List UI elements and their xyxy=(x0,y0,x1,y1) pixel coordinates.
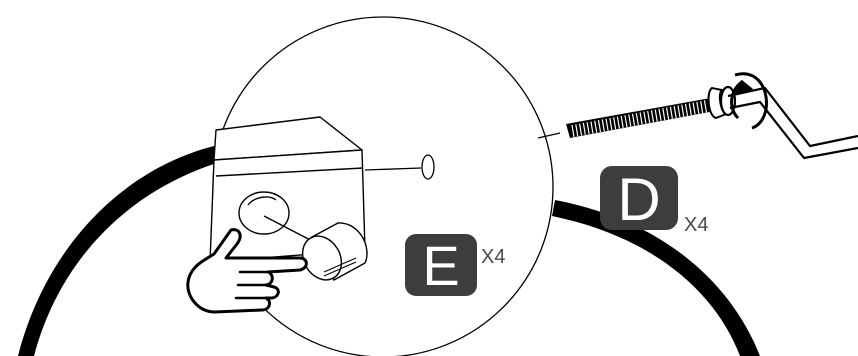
screw-thread xyxy=(650,110,655,123)
screw-thread xyxy=(654,109,658,122)
screw-thread xyxy=(662,108,666,121)
screw-thread xyxy=(605,118,609,131)
screw-thread xyxy=(597,119,602,133)
part-e-letter: E xyxy=(422,234,459,297)
screw-thread xyxy=(616,116,620,129)
rotate-arrow-icon xyxy=(730,72,768,130)
screw-thread xyxy=(700,101,704,114)
screw-thread xyxy=(594,120,598,133)
screw-thread xyxy=(631,113,636,126)
part-d-letter: D xyxy=(617,166,660,233)
screw-thread xyxy=(681,104,685,117)
part-e-badge xyxy=(405,234,477,296)
screw-thread xyxy=(684,103,689,117)
screw-thread xyxy=(688,103,692,116)
screw-thread xyxy=(624,115,628,128)
screw-thread xyxy=(582,122,586,135)
screw-thread xyxy=(669,106,673,119)
screw-thread xyxy=(613,117,617,130)
screw-thread xyxy=(620,115,624,128)
part-d-badge xyxy=(600,166,678,230)
screw-thread xyxy=(692,102,696,115)
screw-thread xyxy=(666,107,670,120)
part-d-label: D X4 xyxy=(600,166,708,236)
part-e-quantity: X4 xyxy=(481,246,505,268)
part-d-quantity: X4 xyxy=(684,214,708,236)
screw-thread xyxy=(601,119,605,132)
pointing-hand xyxy=(186,228,308,314)
screw-thread xyxy=(609,117,613,131)
zoom-leader-line xyxy=(537,132,561,139)
screw-thread xyxy=(635,112,639,126)
screw-thread xyxy=(647,110,651,124)
screw-thread xyxy=(571,124,575,138)
screw xyxy=(566,85,737,138)
part-e-label: E X4 xyxy=(405,234,505,297)
screw-thread xyxy=(639,112,643,125)
curved-panel xyxy=(18,146,760,356)
screw-thread xyxy=(696,101,700,114)
allen-key xyxy=(727,86,858,160)
screw-thread xyxy=(578,123,583,136)
screw-thread xyxy=(658,108,662,121)
screw-thread xyxy=(628,114,632,127)
screw-thread xyxy=(673,105,677,119)
screw-thread xyxy=(590,121,594,134)
screw-thread xyxy=(677,105,681,118)
screw-thread xyxy=(575,124,579,137)
screw-thread xyxy=(703,100,708,113)
screw-thread xyxy=(643,111,647,124)
screw-thread xyxy=(586,122,590,135)
dowel-hole xyxy=(364,154,435,180)
